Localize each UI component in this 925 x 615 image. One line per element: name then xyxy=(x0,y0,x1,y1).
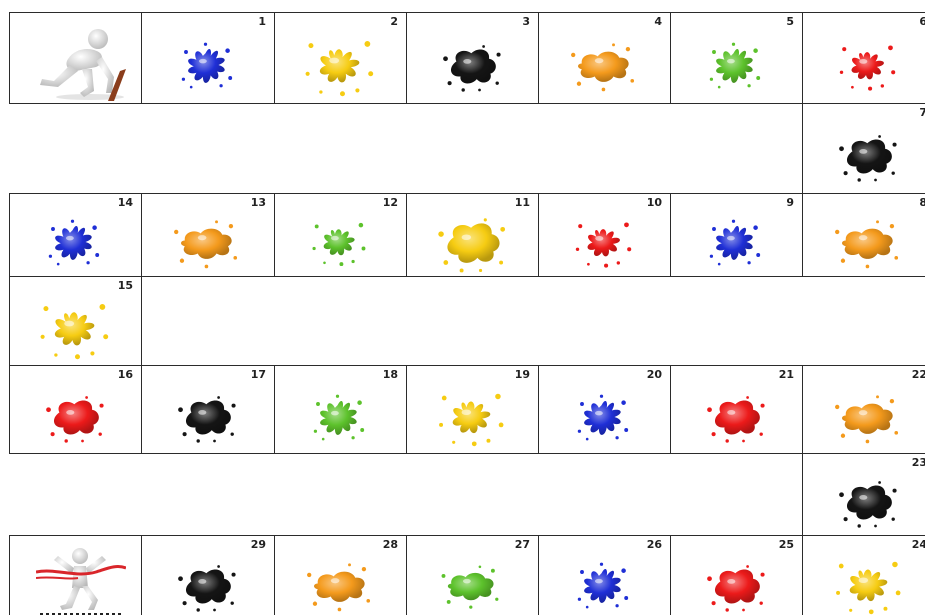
board-square[interactable]: 6 xyxy=(802,12,925,104)
paint-splat-icon xyxy=(832,128,900,183)
board-square[interactable]: 3 xyxy=(406,12,539,104)
square-number: 2 xyxy=(390,15,398,28)
square-number: 1 xyxy=(258,15,266,28)
paint-splat-icon xyxy=(832,474,900,529)
board-square[interactable]: 22 xyxy=(802,365,925,454)
board-square[interactable]: 8 xyxy=(802,193,925,277)
paint-splat-icon xyxy=(700,558,768,613)
square-number: 4 xyxy=(654,15,662,28)
board-square[interactable]: 10 xyxy=(538,193,671,277)
paint-splat-icon xyxy=(701,216,766,268)
board-square[interactable]: 17 xyxy=(141,365,275,454)
paint-splat-icon xyxy=(39,389,107,444)
paint-splat-icon xyxy=(305,391,370,443)
paint-splat-icon xyxy=(171,389,239,444)
paint-splat-icon xyxy=(305,216,370,268)
finish-square[interactable] xyxy=(9,535,142,615)
square-number: 21 xyxy=(779,368,794,381)
board-square[interactable]: 14 xyxy=(9,193,142,277)
paint-splat-icon xyxy=(430,210,509,274)
paint-splat-icon xyxy=(171,558,239,613)
board-square[interactable]: 16 xyxy=(9,365,142,454)
paint-splat-icon xyxy=(437,559,502,611)
board-square[interactable]: 26 xyxy=(538,535,671,615)
paint-splat-icon xyxy=(830,388,902,446)
square-number: 20 xyxy=(647,368,662,381)
paint-splat-icon xyxy=(566,36,638,94)
paint-splat-icon xyxy=(296,32,379,99)
square-number: 14 xyxy=(118,196,133,209)
square-number: 19 xyxy=(515,368,530,381)
board-square[interactable]: 25 xyxy=(670,535,803,615)
square-number: 3 xyxy=(522,15,530,28)
board-square[interactable]: 28 xyxy=(274,535,407,615)
square-number: 25 xyxy=(779,538,794,551)
board-square[interactable]: 19 xyxy=(406,365,539,454)
square-number: 11 xyxy=(515,196,530,209)
board-square[interactable]: 9 xyxy=(670,193,803,277)
board-square[interactable]: 12 xyxy=(274,193,407,277)
paint-splat-icon xyxy=(700,389,768,444)
square-number: 5 xyxy=(786,15,794,28)
board-square[interactable]: 7 xyxy=(802,103,925,194)
board-square[interactable]: 1 xyxy=(141,12,275,104)
paint-splat-icon xyxy=(832,38,900,93)
board-square[interactable]: 5 xyxy=(670,12,803,104)
paint-splat-icon xyxy=(169,213,241,271)
paint-splat-icon xyxy=(302,556,374,614)
board-square[interactable]: 29 xyxy=(141,535,275,615)
square-number: 12 xyxy=(383,196,398,209)
paint-splat-icon xyxy=(430,385,509,449)
board-square[interactable]: 4 xyxy=(538,12,671,104)
paint-splat-icon xyxy=(569,559,634,611)
paint-splat-icon xyxy=(569,391,634,443)
square-number: 18 xyxy=(383,368,398,381)
finish-runner-icon xyxy=(36,542,126,615)
paint-splat-icon xyxy=(173,39,238,91)
board-square[interactable]: 24 xyxy=(802,535,925,615)
square-number: 28 xyxy=(383,538,398,551)
paint-splat-icon xyxy=(40,216,105,268)
board-square[interactable]: 27 xyxy=(406,535,539,615)
square-number: 10 xyxy=(647,196,662,209)
board-square[interactable]: 2 xyxy=(274,12,407,104)
board-square[interactable]: 23 xyxy=(802,453,925,536)
board-square[interactable]: 11 xyxy=(406,193,539,277)
square-number: 26 xyxy=(647,538,662,551)
start-square[interactable] xyxy=(9,12,142,104)
paint-splat-icon xyxy=(31,295,114,362)
square-number: 23 xyxy=(912,456,925,469)
paint-splat-icon xyxy=(568,215,636,270)
square-number: 15 xyxy=(118,279,133,292)
square-number: 29 xyxy=(251,538,266,551)
board-square[interactable]: 13 xyxy=(141,193,275,277)
square-number: 27 xyxy=(515,538,530,551)
square-number: 24 xyxy=(912,538,925,551)
square-number: 16 xyxy=(118,368,133,381)
square-number: 22 xyxy=(912,368,925,381)
square-number: 8 xyxy=(919,196,925,209)
paint-splat-icon xyxy=(701,39,766,91)
board-square[interactable]: 15 xyxy=(9,276,142,366)
square-number: 9 xyxy=(786,196,794,209)
board-square[interactable]: 20 xyxy=(538,365,671,454)
square-number: 6 xyxy=(919,15,925,28)
square-number: 13 xyxy=(251,196,266,209)
board-square[interactable]: 21 xyxy=(670,365,803,454)
board-square[interactable]: 18 xyxy=(274,365,407,454)
paint-splat-icon xyxy=(827,553,906,615)
paint-splat-icon xyxy=(436,38,504,93)
start-runner-icon xyxy=(32,21,132,103)
paint-splat-icon xyxy=(830,213,902,271)
square-number: 7 xyxy=(919,106,925,119)
square-number: 17 xyxy=(251,368,266,381)
